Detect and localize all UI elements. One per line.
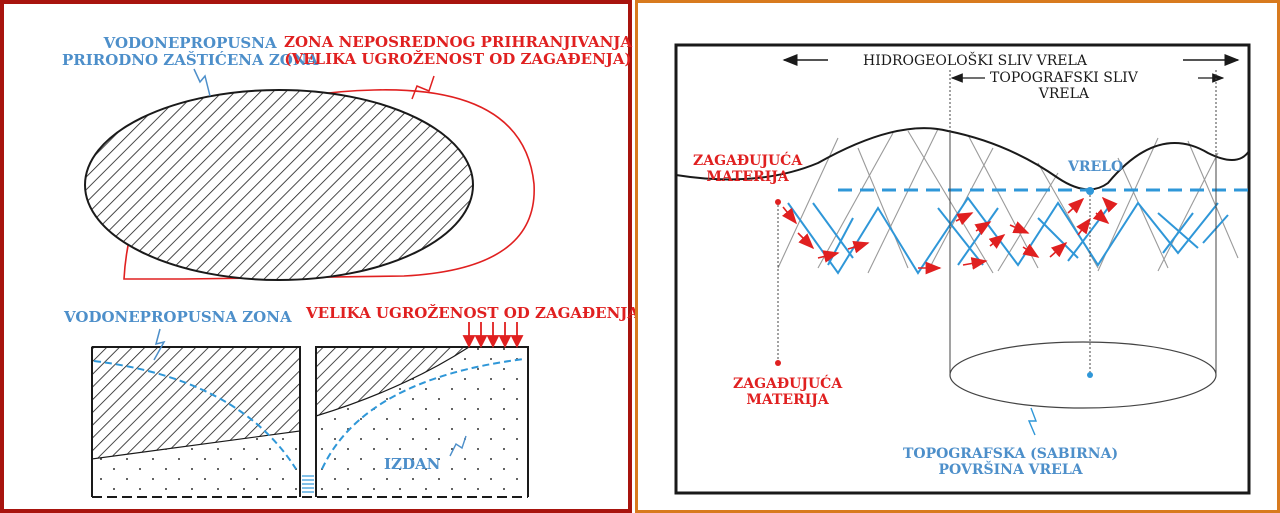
- right-diagram-panel: HIDROGEOLOŠKI SLIV VRELA TOPOGRAFSKI SLI…: [635, 0, 1280, 513]
- diagram-frame: [674, 43, 1251, 495]
- catchment-leader: [1027, 407, 1038, 436]
- right-diagram-svg: [674, 43, 1251, 495]
- impermeable-right-block: [315, 346, 472, 417]
- pollution-arrows: [462, 322, 524, 349]
- catchment-label: TOPOGRAFSKA (SABIRNA) POVRŠINA VRELA: [903, 446, 1119, 479]
- well-water: [302, 475, 314, 493]
- red-leader-top: [411, 75, 435, 100]
- aquifer-label: IZDAN: [384, 455, 441, 473]
- spring-point: [1086, 187, 1094, 195]
- water-table-left: [93, 360, 297, 470]
- blue-leader-top: [193, 68, 211, 97]
- protected-zone-ellipse: [84, 89, 474, 281]
- spring-label: VRELO: [1068, 159, 1124, 175]
- topo-basin-label: TOPOGRAFSKI SLIV VRELA: [990, 70, 1138, 103]
- protected-zone-label: VODONEPROPUSNA PRIRODNO ZAŠTIĆENA ZONA: [62, 34, 319, 70]
- pollutant-flow-arrows: [781, 196, 1118, 275]
- pollutant-point-top: [775, 199, 781, 205]
- water-table-right: [321, 358, 525, 470]
- hydro-basin-label: HIDROGEOLOŠKI SLIV VRELA: [863, 53, 1087, 69]
- catchment-center-point: [1087, 372, 1093, 378]
- pollutant-point-bottom: [775, 360, 781, 366]
- aquifer-leader: [449, 435, 467, 457]
- impermeable-left-block: [91, 346, 301, 460]
- left-diagram-panel: VODONEPROPUSNA PRIRODNO ZAŠTIĆENA ZONA Z…: [0, 0, 639, 513]
- ground-surface: [675, 127, 1250, 191]
- pollutant-top-label: ZAGAĐUJUĆA MATERIJA: [693, 153, 803, 186]
- recharge-zone-label: ZONA NEPOSREDNOG PRIHRANJIVANJA (VELIKA …: [284, 33, 633, 69]
- pollutant-bottom-label: ZAGAĐUJUĆA MATERIJA: [733, 376, 843, 409]
- left-diagram-svg: [84, 68, 535, 498]
- impermeable-zone-label: VODONEPROPUSNA ZONA: [64, 308, 292, 326]
- blue-leader-bottom: [153, 328, 166, 361]
- high-risk-label: VELIKA UGROŽENOST OD ZAGAĐENJA: [306, 304, 640, 322]
- water-fractures: [787, 196, 1229, 275]
- catchment-ellipse: [949, 341, 1217, 409]
